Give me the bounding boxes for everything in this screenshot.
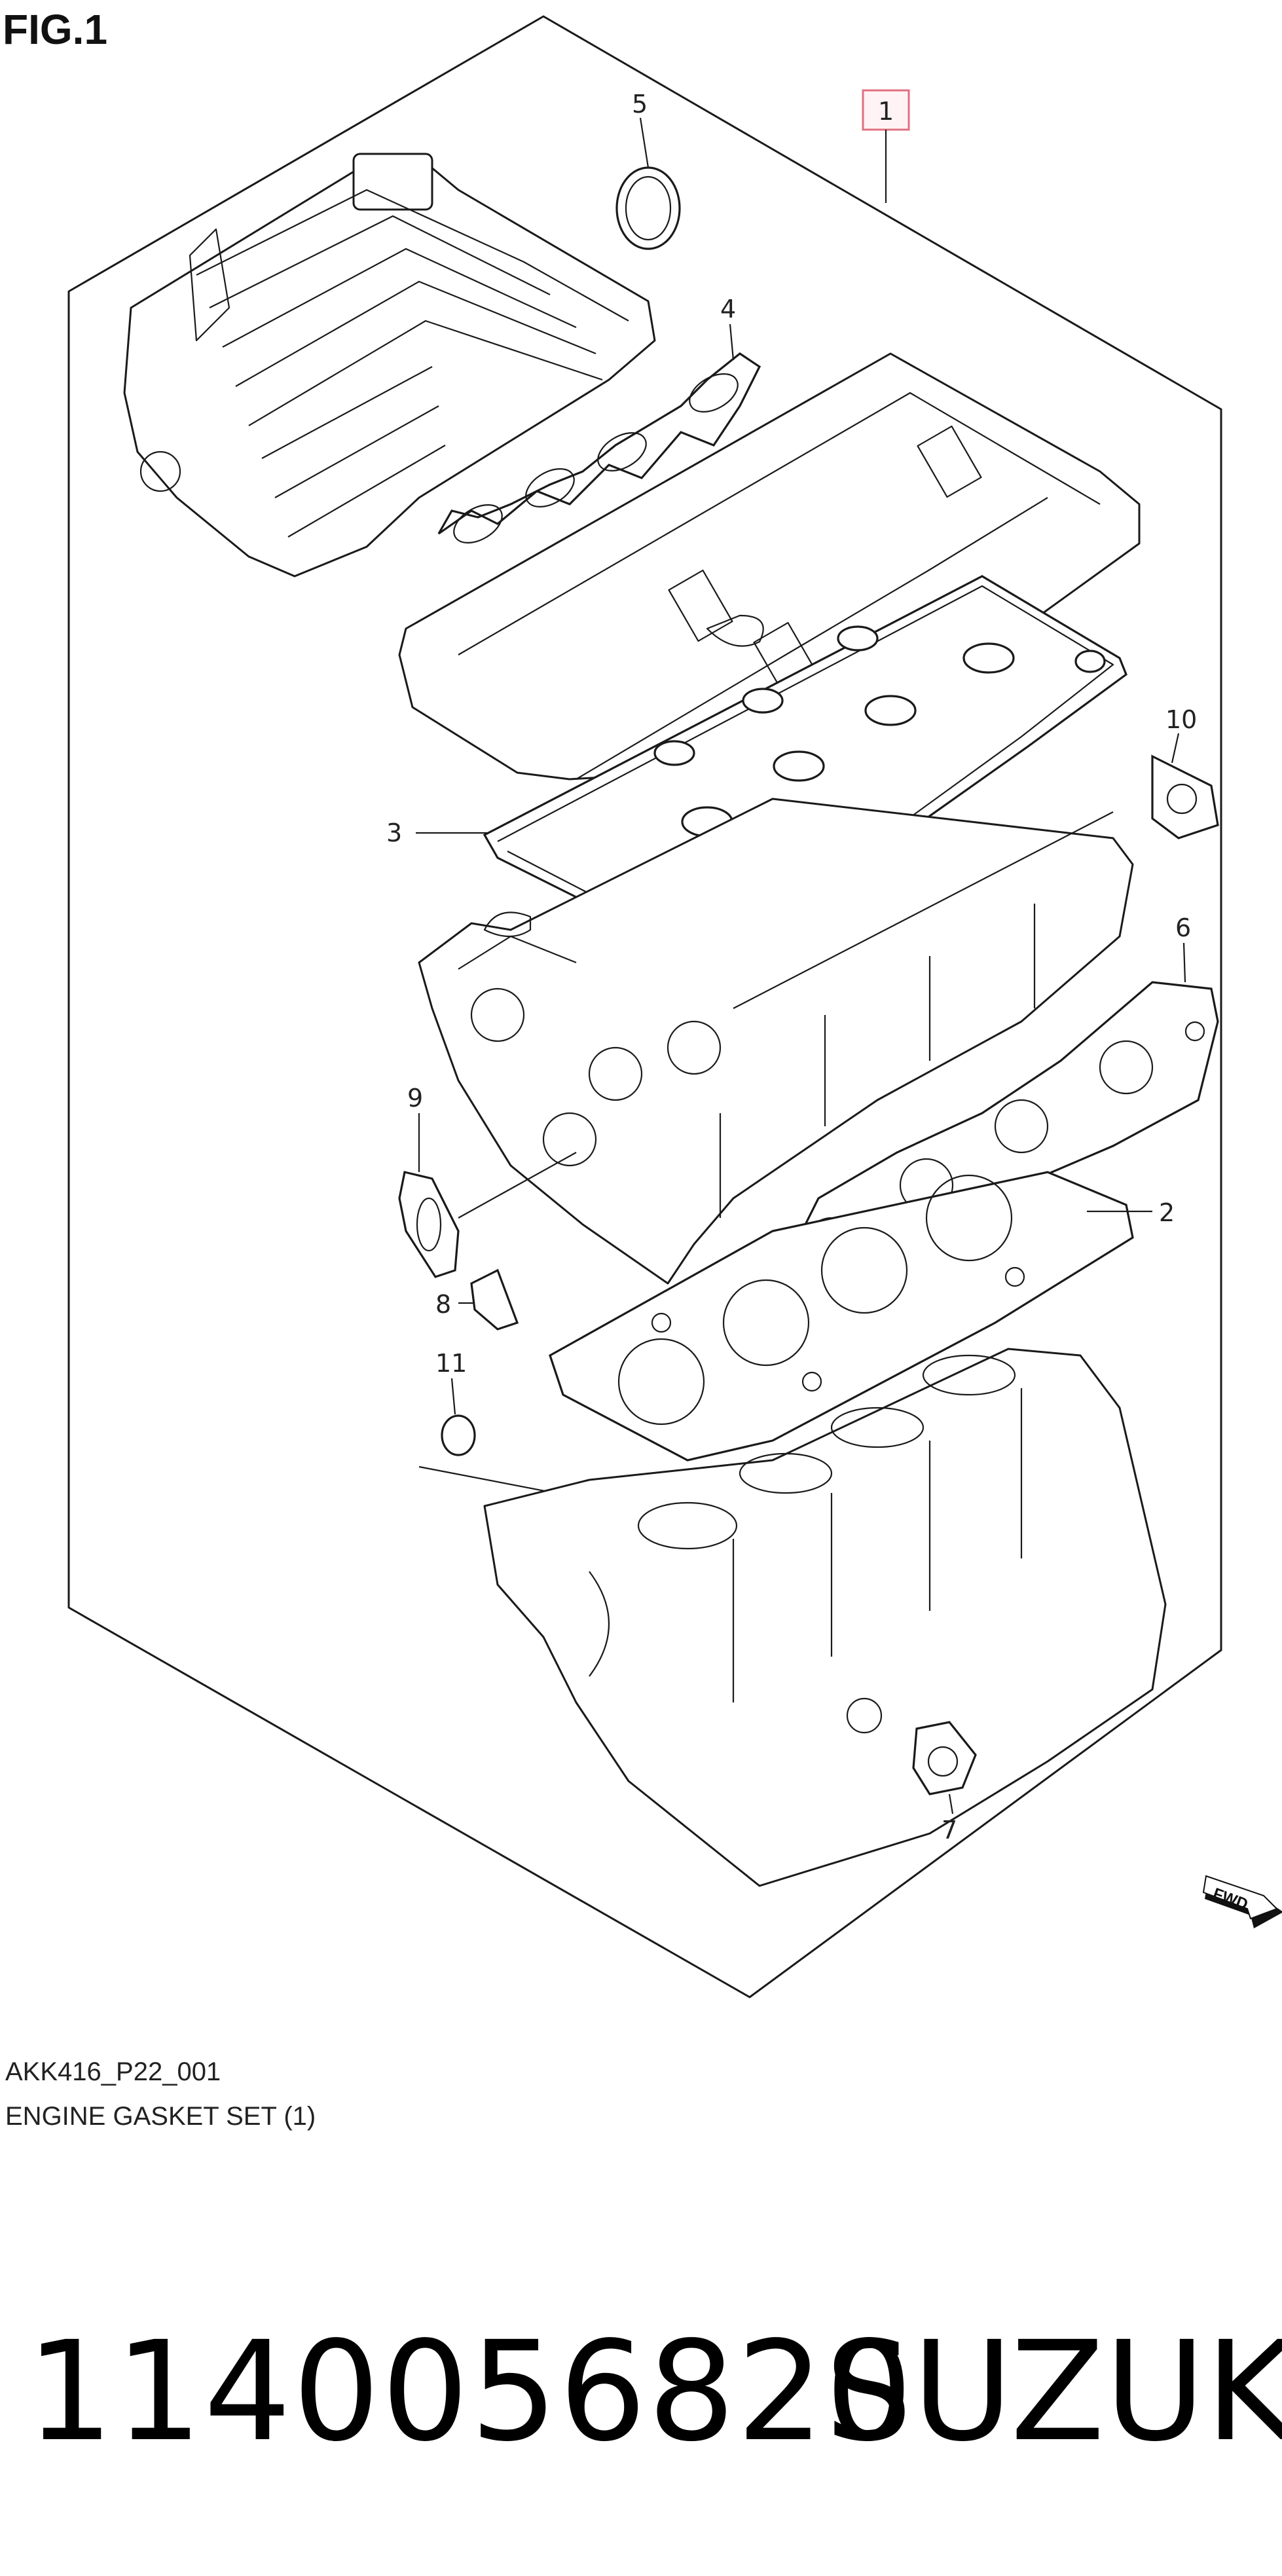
cylinder-head [418, 798, 1134, 1285]
callout-6-label: 6 [1175, 913, 1191, 942]
callout-8-label: 8 [435, 1290, 451, 1319]
figure-label: FIG.1 [3, 6, 108, 53]
callout-11-leader [450, 1378, 456, 1415]
callout-5-leader [639, 117, 650, 168]
gasket-4: 4 [437, 295, 761, 543]
callout-1: 1 [862, 89, 910, 203]
callout-10-leader [1171, 733, 1180, 764]
intake-manifold [123, 153, 656, 578]
callout-9-body-leader [458, 1152, 577, 1219]
callout-6-leader [1182, 942, 1186, 983]
drawing-code: AKK416_P22_001 [5, 2057, 221, 2086]
gasket-2: 2 [549, 1171, 1175, 1462]
callout-1-label: 1 [878, 97, 894, 126]
callout-7-label: 7 [942, 1816, 957, 1845]
part-number: 1140056820 [26, 2311, 915, 2472]
brand-name: SUZUKI [825, 2311, 1282, 2472]
gasket-3: 3 [386, 575, 1127, 938]
gasket-11: 11 [418, 1349, 590, 1501]
drawing-title: ENGINE GASKET SET (1) [5, 2102, 316, 2131]
fwd-arrow-icon: FWD [1202, 1875, 1282, 1928]
diagram-sheet: 1 5 [3, 6, 1282, 2131]
gasket-10: 10 [1151, 705, 1219, 839]
kit-outline [67, 15, 1222, 1998]
cylinder-block [483, 1348, 1167, 1887]
callout-4-label: 4 [720, 295, 736, 323]
callout-9-label: 9 [407, 1084, 423, 1113]
gasket-9: 9 [398, 1084, 577, 1278]
gasket-7: 7 [912, 1721, 977, 1845]
exploded-engine-diagram: 1 5 [67, 15, 1282, 1998]
gasket-5: 5 [615, 90, 681, 250]
callout-4-leader [729, 323, 735, 361]
callout-10-label: 10 [1165, 705, 1197, 734]
callout-11-label: 11 [435, 1349, 467, 1378]
callout-5-label: 5 [632, 90, 648, 119]
callout-2-label: 2 [1159, 1198, 1175, 1227]
callout-3-label: 3 [386, 819, 402, 847]
gasket-8: 8 [435, 1268, 519, 1331]
callout-7-leader [948, 1794, 954, 1814]
